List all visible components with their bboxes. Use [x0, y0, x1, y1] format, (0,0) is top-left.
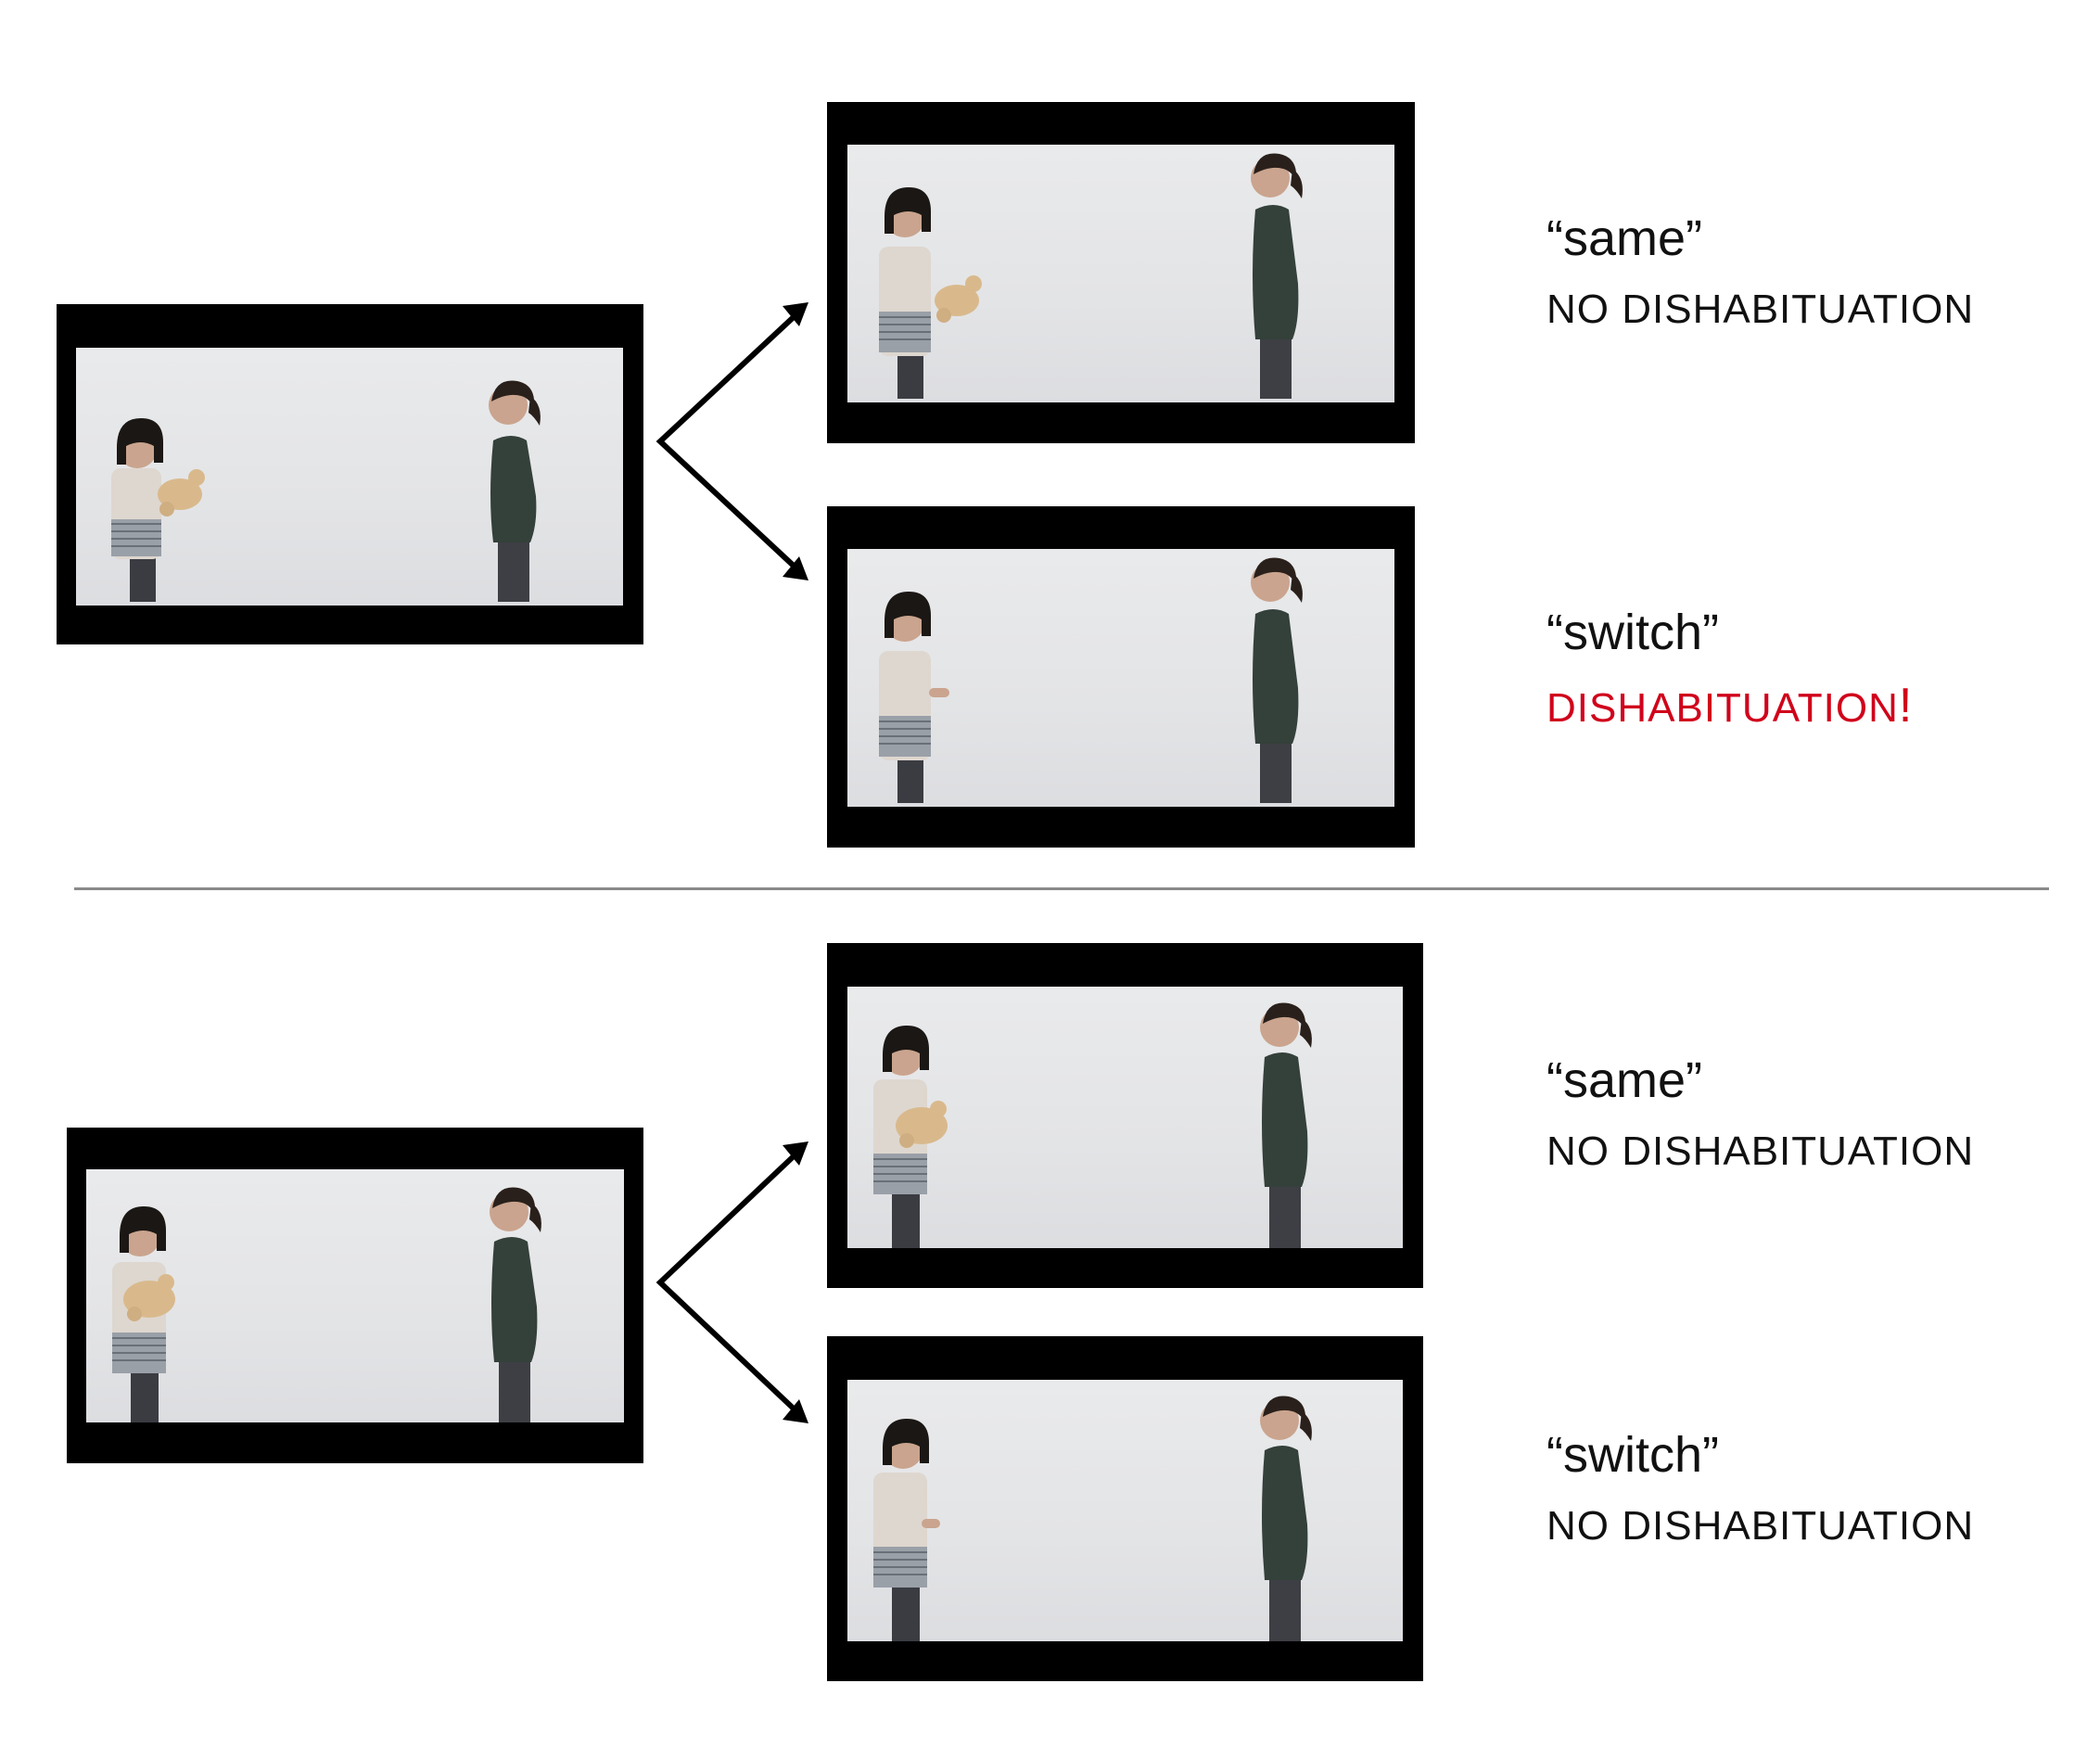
condition-label: “switch” [1546, 1427, 1719, 1483]
right-actor [1251, 557, 1303, 803]
outcome-frame-switch-bottom [827, 1336, 1423, 1681]
result-label: NO DISHABITUATION [1546, 287, 1975, 332]
outcome-frame-switch-top [827, 506, 1415, 848]
right-actor [1260, 1396, 1312, 1641]
scene-illustration [879, 557, 1303, 803]
left-actor [879, 592, 949, 803]
right-actor [1260, 1002, 1312, 1248]
outcome-video [847, 145, 1394, 402]
panel-divider [74, 887, 2049, 890]
teddy-bear [935, 275, 982, 323]
habituation-video-top [76, 348, 623, 606]
scene-illustration [111, 380, 541, 602]
left-actor [873, 1026, 929, 1248]
scene-illustration [873, 1002, 1312, 1248]
right-actor [1251, 153, 1303, 399]
left-actor [879, 187, 931, 399]
condition-label: “switch” [1546, 605, 1719, 660]
condition-label: “same” [1546, 210, 1703, 266]
left-actor [111, 418, 163, 602]
outcome-frame-same-top [827, 102, 1415, 443]
habituation-video-bottom [86, 1169, 624, 1422]
teddy-bear [896, 1101, 948, 1148]
outcome-video [847, 1380, 1403, 1641]
right-actor [490, 1187, 541, 1422]
left-actor [873, 1419, 940, 1641]
right-actor [489, 380, 541, 602]
outcome-video [847, 549, 1394, 807]
condition-label: “same” [1546, 1052, 1703, 1108]
outcome-frame-same-bottom [827, 943, 1423, 1288]
result-label: NO DISHABITUATION [1546, 1129, 1975, 1174]
habituation-frame-bottom [67, 1128, 643, 1463]
scene-illustration [112, 1187, 541, 1422]
result-text: DISHABITUATION [1546, 685, 1899, 731]
exclamation: ! [1898, 679, 1914, 733]
scene-illustration [879, 153, 1303, 399]
teddy-bear [123, 1274, 175, 1321]
result-label-highlight: DISHABITUATION! [1546, 682, 1913, 730]
habituation-frame-top [57, 304, 643, 644]
outcome-video [847, 987, 1403, 1248]
scene-illustration [873, 1396, 1312, 1641]
result-label: NO DISHABITUATION [1546, 1503, 1975, 1549]
teddy-bear [158, 469, 205, 516]
